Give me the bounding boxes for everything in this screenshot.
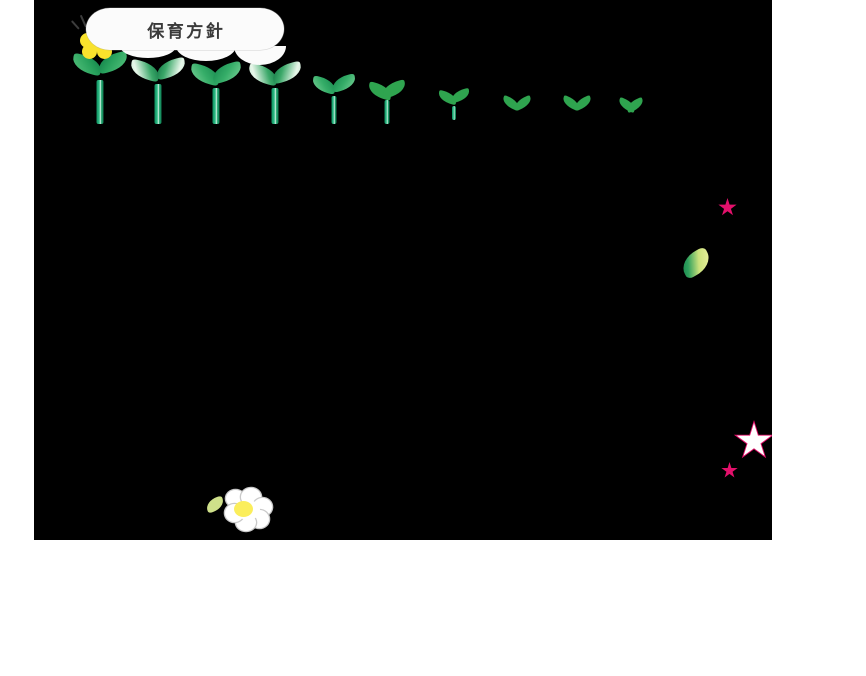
speech-bubble-label: 保育方針 [147,21,226,41]
sprout-7 [436,87,472,120]
sprout-leaf-right [449,87,472,104]
sprout-5 [310,73,358,124]
sprout-10 [616,96,646,116]
sprout-stem [212,88,220,124]
speech-bubble: 保育方針 [86,8,286,65]
star-big-icon [733,420,772,459]
sprout-leaf-right [572,94,594,112]
sprout-stem [331,96,337,124]
sprout-2 [128,56,188,124]
white-flower-center [234,501,253,517]
illustration-canvas: 保育方針 [34,0,772,540]
sprout-leaf-right [154,56,188,81]
sprout-leaf-right [330,73,358,93]
sprout-stem [271,88,279,124]
sprout-stem [384,100,390,124]
sprout-6 [366,79,408,124]
speech-bubble-body [86,8,284,50]
sprout-9 [560,94,594,116]
sprout-3 [188,60,244,124]
gradient-leaf-icon [677,246,715,280]
sprout-4 [246,60,304,124]
white-flower-leaf [204,495,226,514]
sprout-leaf-right [512,94,534,112]
star-small-bottom-icon [721,462,738,478]
star-top-icon [718,198,737,216]
sprout-stem [452,106,456,120]
speech-bubble-tail-3 [234,46,286,65]
sprout-1 [70,50,130,124]
star-big-inner [736,423,772,456]
sprout-8 [500,94,534,116]
sprout-leaf-right [380,79,408,99]
sprout-stem [96,80,104,124]
sprout-stem [154,84,162,124]
white-flower-icon [204,486,280,536]
sparkle-ray-1 [70,20,80,30]
sprout-leaf-right [270,60,304,85]
sprout-leaf-right [210,60,244,85]
